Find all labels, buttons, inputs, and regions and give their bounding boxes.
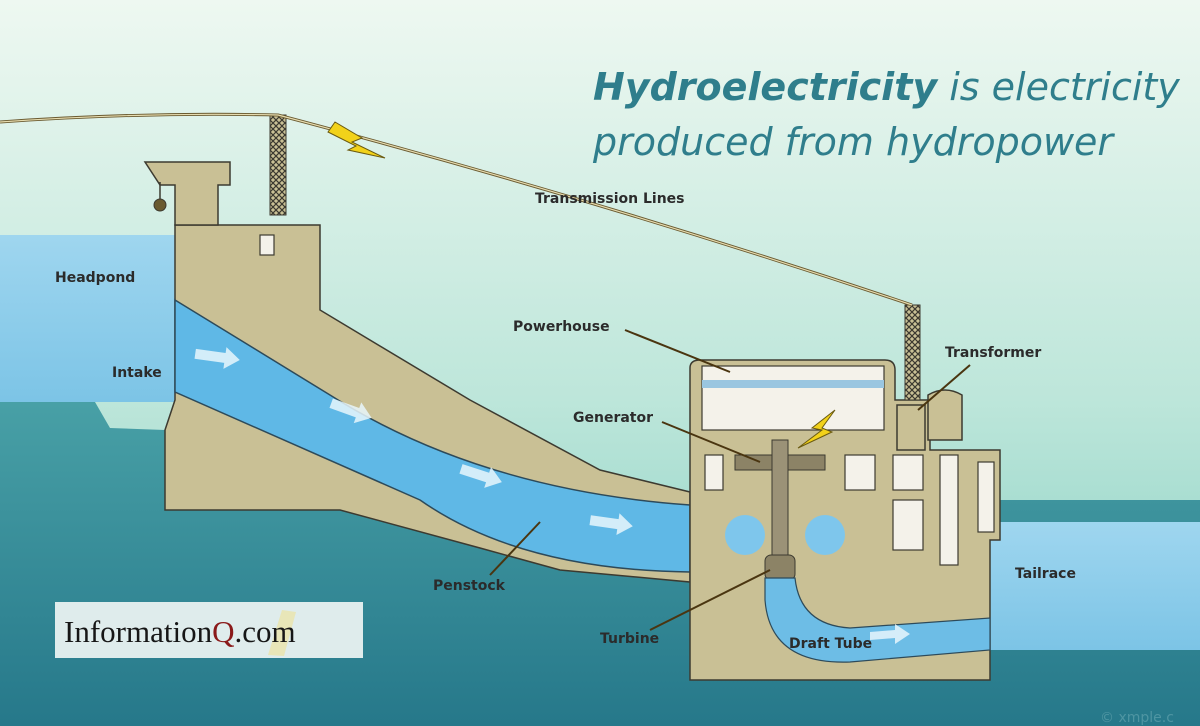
- label-draft-tube: Draft Tube: [789, 636, 872, 652]
- label-penstock: Penstock: [433, 578, 506, 594]
- window: [939, 454, 959, 566]
- transformer-housing: [927, 389, 963, 441]
- generator-shaft: [771, 439, 789, 571]
- headline-line-1: Hydroelectricity is electricity: [593, 65, 1180, 109]
- turbine: [764, 554, 796, 581]
- label-powerhouse: Powerhouse: [513, 319, 610, 335]
- svg-text:InformationQ.com: InformationQ.com: [64, 614, 296, 649]
- leader-transformer: [917, 364, 971, 411]
- crane-weight: [153, 198, 167, 212]
- leader-turbine: [649, 569, 771, 631]
- draft-tube: [764, 577, 991, 663]
- tower: [269, 114, 287, 216]
- headline-bold: Hydroelectricity: [593, 65, 939, 109]
- transmission-line-inner: [0, 113, 913, 306]
- flow-arrows: [194, 347, 633, 536]
- label-generator: Generator: [573, 410, 653, 426]
- label-transformer: Transformer: [945, 345, 1041, 361]
- dam-window: [259, 234, 275, 256]
- headline-rest: is electricity: [937, 65, 1180, 109]
- scroll-case: [725, 515, 765, 555]
- tailrace-water: [990, 522, 1200, 650]
- label-headpond: Headpond: [55, 270, 135, 286]
- lightning-icon: [327, 121, 386, 159]
- scroll-case: [805, 515, 845, 555]
- informationq-logo: InformationQ.com: [55, 602, 363, 658]
- window: [892, 499, 924, 551]
- watermark: © xmple.c: [1100, 710, 1174, 726]
- leader-powerhouse: [624, 329, 731, 373]
- window: [892, 454, 924, 491]
- label-transmission-lines: Transmission Lines: [535, 191, 685, 207]
- window: [977, 461, 995, 533]
- window: [704, 454, 724, 491]
- leader-penstock: [489, 521, 541, 576]
- label-tailrace: Tailrace: [1015, 566, 1076, 582]
- tower: [904, 304, 921, 401]
- flow-arrow: [870, 624, 910, 644]
- headline-line-2: produced from hydropower: [592, 120, 1115, 164]
- transformer: [896, 404, 926, 451]
- crane-beam: [702, 380, 884, 388]
- powerhouse-crane-room: [701, 365, 885, 431]
- headpond-water: [0, 235, 180, 402]
- dam-gate-house: [143, 161, 231, 226]
- label-intake: Intake: [112, 365, 162, 381]
- lightning-icon: [797, 409, 836, 449]
- label-turbine: Turbine: [600, 631, 659, 647]
- window: [844, 454, 876, 491]
- leader-generator: [661, 421, 761, 463]
